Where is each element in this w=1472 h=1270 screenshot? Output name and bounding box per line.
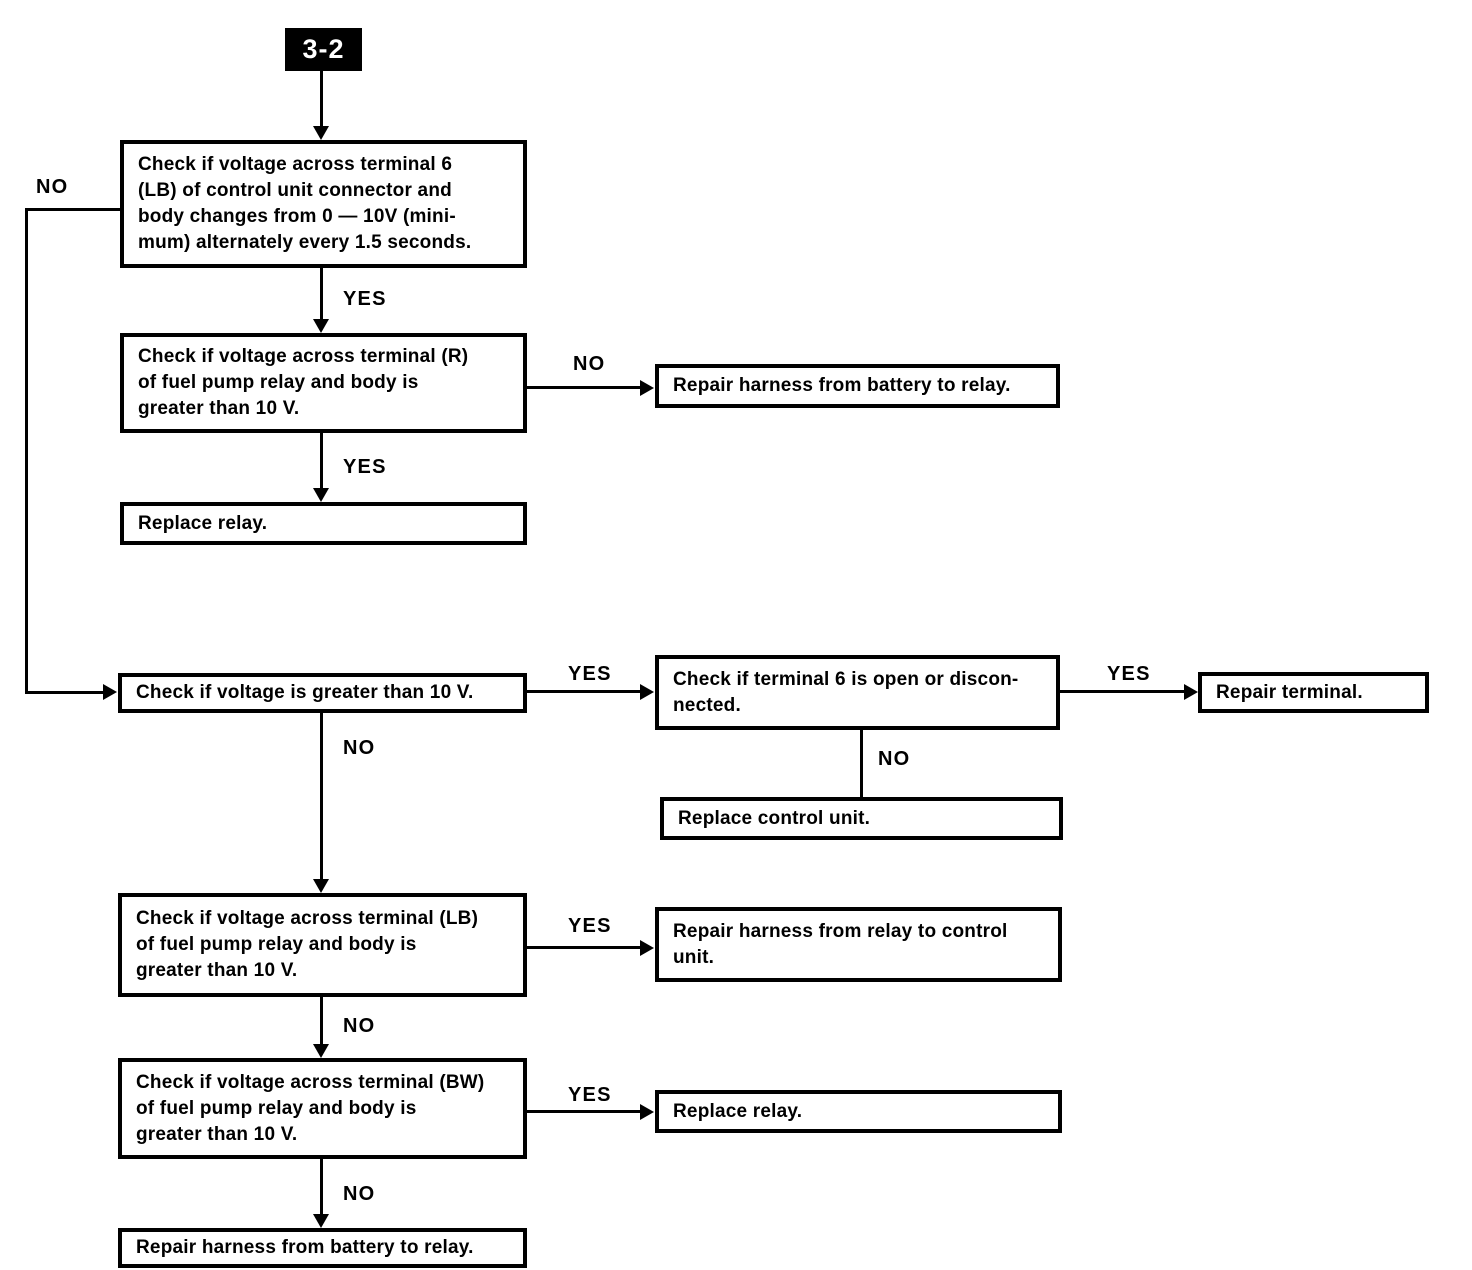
arrow-right-icon <box>1184 684 1198 700</box>
edge-label-yes-2: YES <box>343 456 387 478</box>
connector-check4-to-replacecu <box>860 730 863 797</box>
arrow-down-icon <box>313 319 329 333</box>
node-text: Check if voltage across terminal (LB) of… <box>136 908 479 981</box>
node-text: Check if voltage across terminal (R) of … <box>138 346 469 419</box>
node-text: Repair harness from battery to relay. <box>673 375 1011 396</box>
edge-label-no-4: NO <box>878 748 911 770</box>
node-replace-relay-2: Replace relay. <box>655 1090 1062 1133</box>
node-text: Check if terminal 6 is open or discon- n… <box>673 668 1019 716</box>
node-repair-harness-battery-relay: Repair harness from battery to relay. <box>655 364 1060 408</box>
node-repair-harness-battery-relay-2: Repair harness from battery to relay. <box>118 1228 527 1268</box>
node-text: Repair harness from battery to relay. <box>136 1237 474 1258</box>
arrow-right-icon <box>640 940 654 956</box>
node-check-control-unit-pulse: Check if voltage across terminal 6 (LB) … <box>120 140 527 268</box>
connector-check3-to-check5 <box>320 712 323 881</box>
edge-label-no-6: NO <box>343 1183 376 1205</box>
arrow-down-icon <box>313 488 329 502</box>
connector-check2-to-replace1 <box>320 433 323 490</box>
node-text: Check if voltage across terminal (BW) of… <box>136 1071 485 1145</box>
node-text: Repair harness from relay to control uni… <box>673 920 1008 968</box>
edge-label-no-5: NO <box>343 1015 376 1037</box>
arrow-down-icon <box>313 1214 329 1228</box>
arrow-right-icon <box>640 684 654 700</box>
edge-label-yes-1: YES <box>343 288 387 310</box>
arrow-right-icon <box>640 1104 654 1120</box>
edge-label-yes-5: YES <box>568 915 612 937</box>
node-text: Replace relay. <box>673 1100 803 1122</box>
edge-label-yes-4: YES <box>1107 663 1151 685</box>
connector-no-left-vertical <box>25 208 28 694</box>
node-text: Replace control unit. <box>678 807 871 829</box>
connector-tag-to-check1 <box>320 70 323 128</box>
connector-check5-to-repair2 <box>527 946 642 949</box>
edge-label-yes-3: YES <box>568 663 612 685</box>
connector-no-left-bottom <box>25 691 105 694</box>
arrow-down-icon <box>313 126 329 140</box>
connector-check6-to-replace2 <box>527 1110 642 1113</box>
connector-check5-to-check6 <box>320 997 323 1046</box>
node-replace-control-unit: Replace control unit. <box>660 797 1063 840</box>
arrow-right-icon <box>640 380 654 396</box>
connector-check4-to-repairterm <box>1060 690 1186 693</box>
edge-label-no-2: NO <box>573 353 606 375</box>
edge-label-no-3: NO <box>343 737 376 759</box>
node-check-terminal-bw: Check if voltage across terminal (BW) of… <box>118 1058 527 1159</box>
node-check-terminal-r: Check if voltage across terminal (R) of … <box>120 333 527 433</box>
node-text: Replace relay. <box>138 512 268 534</box>
arrow-right-icon <box>103 684 117 700</box>
connector-check3-to-check4 <box>527 690 642 693</box>
connector-check2-to-repair1 <box>527 386 642 389</box>
node-text: Check if voltage across terminal 6 (LB) … <box>138 154 472 253</box>
section-tag-label: 3-2 <box>302 34 345 64</box>
node-replace-relay: Replace relay. <box>120 502 527 545</box>
node-check-terminal-lb: Check if voltage across terminal (LB) of… <box>118 893 527 997</box>
node-check-voltage-10v: Check if voltage is greater than 10 V. <box>118 673 527 713</box>
node-repair-terminal: Repair terminal. <box>1198 672 1429 713</box>
node-text: Repair terminal. <box>1216 681 1363 703</box>
arrow-down-icon <box>313 879 329 893</box>
node-text: Check if voltage is greater than 10 V. <box>136 682 474 703</box>
edge-label-no-1: NO <box>36 176 69 198</box>
edge-label-yes-6: YES <box>568 1084 612 1106</box>
arrow-down-icon <box>313 1044 329 1058</box>
connector-no-left-top <box>25 208 120 211</box>
section-tag: 3-2 <box>285 28 362 71</box>
node-check-terminal6-open: Check if terminal 6 is open or discon- n… <box>655 655 1060 730</box>
node-repair-harness-relay-control: Repair harness from relay to control uni… <box>655 907 1062 982</box>
connector-check6-to-repair3 <box>320 1159 323 1216</box>
connector-check1-to-check2 <box>320 268 323 321</box>
